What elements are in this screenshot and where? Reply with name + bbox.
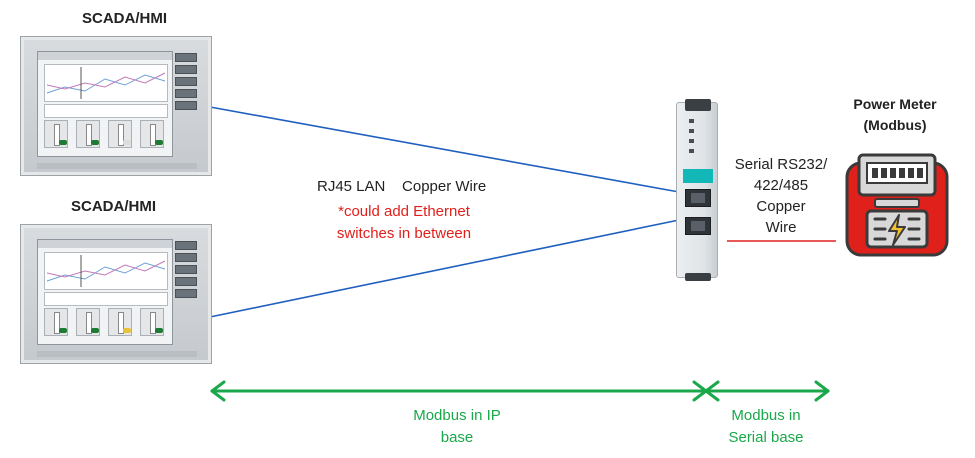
gauges-icon [44, 308, 166, 338]
serial-label-line3: Copper [756, 198, 806, 215]
hmi-bottom-panel [20, 224, 212, 364]
serial-gateway-device [676, 99, 718, 281]
hmi-function-keys [37, 351, 197, 357]
serial-label-line2: 422/485 [753, 177, 809, 194]
rj45-port-2 [685, 217, 711, 235]
hmi-bottom-screen [37, 239, 173, 345]
ethernet-note-line2: switches in between [336, 225, 472, 242]
power-meter-title-line2: (Modbus) [863, 117, 927, 133]
device-label-strip [683, 169, 713, 183]
rj45-port-1 [685, 189, 711, 207]
hmi-top-screen [37, 51, 173, 157]
ip-segment-label-line2: base [440, 429, 474, 446]
gauges-icon [44, 120, 166, 150]
ip-segment-label-line1: Modbus in IP [413, 407, 501, 424]
ethernet-medium-label: RJ45 LAN Copper Wire [317, 178, 487, 195]
ip-range-arrow [210, 380, 708, 402]
ethernet-line-top [209, 106, 680, 193]
hmi-function-keys [37, 163, 197, 169]
power-meter-icon [845, 153, 949, 257]
serial-range-arrow [704, 380, 830, 402]
trend-chart-icon [44, 252, 168, 290]
serial-segment-label-line2: Serial base [728, 429, 804, 446]
serial-label-line4: Wire [765, 219, 797, 236]
hmi-bottom-title: SCADA/HMI [71, 198, 156, 215]
hmi-side-buttons [175, 53, 197, 113]
alarm-table-icon [44, 104, 168, 118]
trend-chart-icon [44, 64, 168, 102]
hmi-top-title: SCADA/HMI [82, 10, 167, 27]
hmi-top-panel [20, 36, 212, 176]
serial-label-line1: Serial RS232/ [734, 156, 828, 173]
serial-segment-label-line1: Modbus in [731, 407, 801, 424]
ethernet-note-line1: *could add Ethernet [338, 203, 470, 220]
hmi-side-buttons [175, 241, 197, 301]
alarm-table-icon [44, 292, 168, 306]
power-meter-title-line1: Power Meter [853, 96, 937, 112]
ethernet-line-bottom [209, 219, 680, 318]
